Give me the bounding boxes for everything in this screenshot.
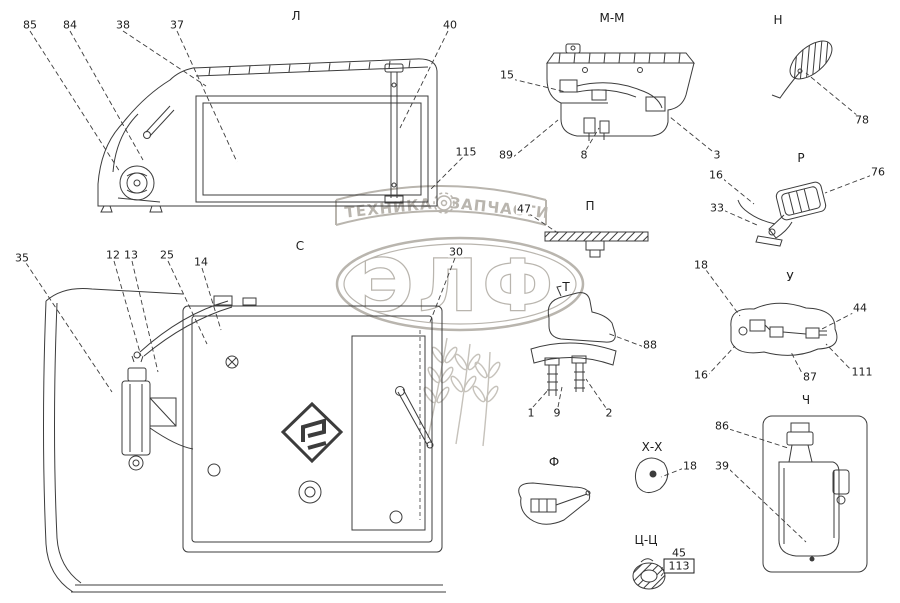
wheat-watermark	[421, 337, 503, 447]
watermark-banner-left: ТЕХНИКА	[344, 194, 433, 221]
drawing-crossbar-p	[544, 231, 649, 258]
drawing-connector-f	[518, 482, 591, 525]
drawing-fog-lamp	[737, 181, 827, 247]
drawing-cab-roof-side-view	[97, 58, 438, 213]
drawing-pad-xx	[634, 457, 669, 493]
drawing-grommet-cc	[632, 558, 666, 590]
drawing-wiring-u	[730, 302, 838, 356]
drawing-washer-tank	[762, 415, 868, 573]
drawing-mm-harness-bracket	[546, 43, 696, 141]
drawing-bracket-t	[530, 284, 617, 396]
watermark-stamp: ТЕХНИКА ЗАПЧАСТИ ЭЛФ	[335, 185, 585, 332]
watermark-brand: ЭЛФ	[362, 245, 559, 327]
drawing-mirror-arm	[771, 40, 833, 99]
drawing-instrument-panel	[43, 288, 446, 593]
